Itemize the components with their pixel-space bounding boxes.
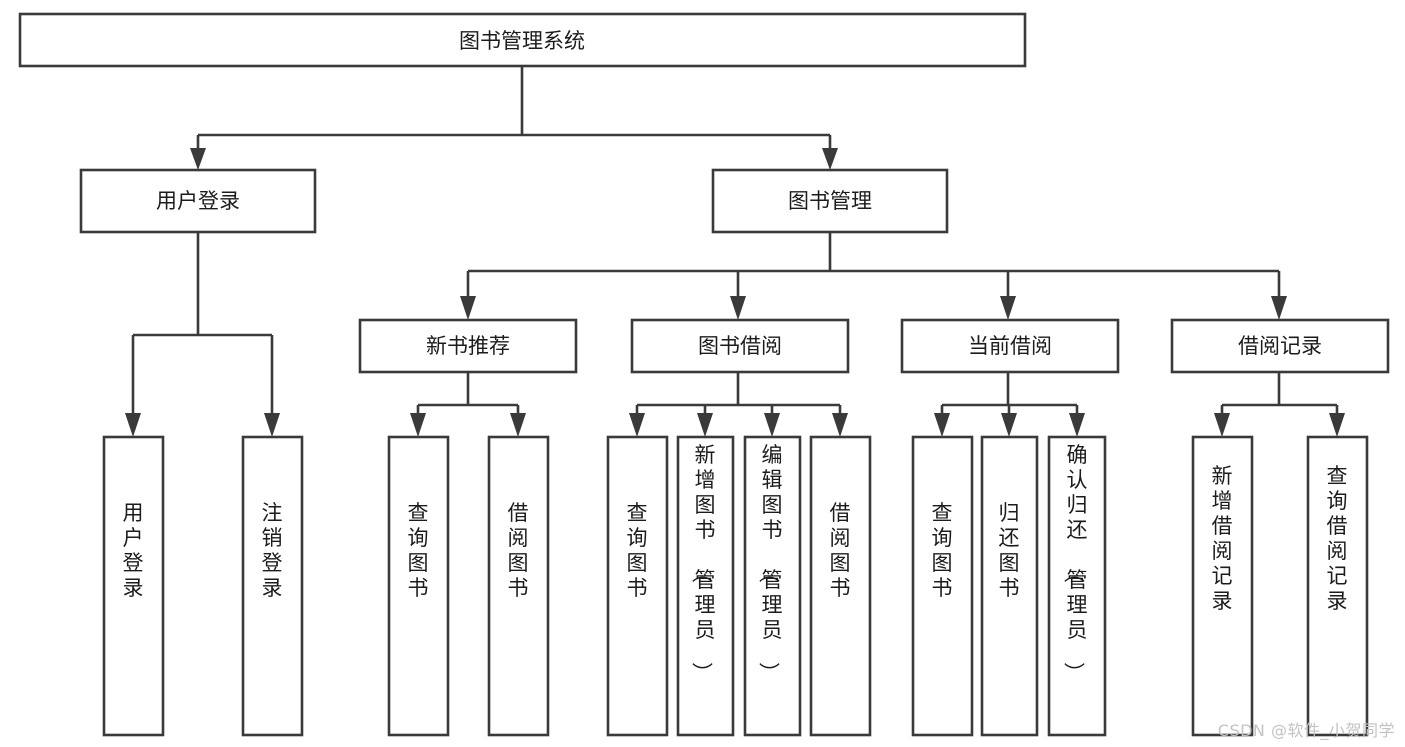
arrow-head-icon	[764, 413, 780, 437]
node-book-borrow-box[interactable]	[630, 318, 850, 374]
arrow-head-icon	[697, 413, 713, 437]
leaf-current-return-box[interactable]	[980, 435, 1039, 737]
leaf-node[interactable]: 查询图书	[387, 435, 450, 737]
leaf-borrow-add-label: 新增图书（管理员）	[690, 443, 716, 683]
node-current-borrow-label: 当前借阅	[968, 334, 1052, 358]
leaf-borrow-query-box[interactable]	[606, 435, 669, 737]
arrow-head-icon	[125, 413, 141, 437]
node-borrow-records-box[interactable]	[1170, 318, 1390, 374]
leaf-node[interactable]: 归还图书	[980, 435, 1039, 737]
node-current-borrow[interactable]: 当前借阅	[900, 318, 1120, 374]
leaf-borrow-add-box[interactable]	[676, 435, 735, 737]
leaf-newbook-query-label: 查询图书	[408, 501, 429, 600]
arrow-head-icon	[730, 296, 746, 320]
leaf-node[interactable]: 新增图书（管理员）	[676, 435, 735, 737]
leaf-borrow-do-label: 借阅图书	[830, 501, 851, 600]
connector-group	[125, 66, 1345, 437]
arrow-head-icon	[190, 148, 206, 170]
node-book-borrow-label: 图书借阅	[698, 334, 782, 358]
arrow-head-icon	[1271, 296, 1287, 320]
arrow-head-icon	[934, 413, 950, 437]
arrow-head-icon	[1214, 413, 1230, 437]
leaf-node[interactable]: 借阅图书	[487, 435, 550, 737]
leaf-record-add-box[interactable]	[1191, 435, 1254, 737]
leaf-current-confirm-label: 确认归还（管理员）	[1062, 443, 1088, 683]
leaf-node[interactable]: 查询借阅记录	[1306, 435, 1369, 737]
arrow-head-icon	[410, 413, 426, 437]
leaf-borrow-query-label: 查询图书	[627, 501, 648, 600]
node-root-label: 图书管理系统	[459, 29, 585, 53]
csdn-watermark: CSDN @软件_小贺同学	[1217, 721, 1395, 740]
node-book-management-label: 图书管理	[788, 189, 872, 213]
leaf-newbook-borrow-label: 借阅图书	[508, 501, 529, 600]
arrow-head-icon	[264, 413, 280, 437]
leaf-current-return-label: 归还图书	[999, 501, 1020, 600]
arrow-head-icon	[1001, 413, 1017, 437]
leaf-node[interactable]: 注销登录	[241, 435, 304, 737]
leaf-record-query-label: 查询借阅记录	[1327, 464, 1348, 613]
leaf-user-login-label: 用户登录	[123, 501, 144, 600]
leaf-node[interactable]: 查询图书	[911, 435, 974, 737]
node-user-login-label: 用户登录	[156, 189, 240, 213]
leaf-record-query-box[interactable]	[1306, 435, 1369, 737]
leaf-node[interactable]: 借阅图书	[809, 435, 872, 737]
leaf-user-login-box[interactable]	[102, 435, 165, 737]
arrow-head-icon	[460, 296, 476, 320]
arrow-head-icon	[1069, 413, 1085, 437]
node-new-book-recommend-label: 新书推荐	[426, 334, 510, 358]
leaf-record-add-label: 新增借阅记录	[1212, 464, 1233, 613]
leaf-node[interactable]: 编辑图书（管理员）	[743, 435, 802, 737]
leaf-newbook-query-box[interactable]	[387, 435, 450, 737]
node-root[interactable]: 图书管理系统	[18, 12, 1027, 68]
node-book-management-box[interactable]	[711, 168, 949, 234]
node-user-login[interactable]: 用户登录	[79, 168, 317, 234]
node-book-borrow[interactable]: 图书借阅	[630, 318, 850, 374]
leaf-logout-label: 注销登录	[262, 501, 283, 600]
node-new-book-recommend-box[interactable]	[358, 318, 578, 374]
node-borrow-records[interactable]: 借阅记录	[1170, 318, 1390, 374]
leaf-current-confirm-box[interactable]	[1047, 435, 1107, 737]
leaf-newbook-borrow-box[interactable]	[487, 435, 550, 737]
leaf-logout-box[interactable]	[241, 435, 304, 737]
arrow-head-icon	[1000, 296, 1016, 320]
leaf-node[interactable]: 确认归还（管理员）	[1047, 435, 1107, 737]
arrow-head-icon	[1329, 413, 1345, 437]
leaf-node[interactable]: 新增借阅记录	[1191, 435, 1254, 737]
arrow-head-icon	[832, 413, 848, 437]
node-new-book-recommend[interactable]: 新书推荐	[358, 318, 578, 374]
leaf-current-query-label: 查询图书	[932, 501, 953, 600]
node-current-borrow-box[interactable]	[900, 318, 1120, 374]
node-root-box[interactable]	[18, 12, 1027, 68]
node-user-login-box[interactable]	[79, 168, 317, 234]
arrow-head-icon	[510, 413, 526, 437]
leaf-borrow-edit-box[interactable]	[743, 435, 802, 737]
node-book-management[interactable]: 图书管理	[711, 168, 949, 234]
leaf-node[interactable]: 用户登录	[102, 435, 165, 737]
leaf-borrow-do-box[interactable]	[809, 435, 872, 737]
leaf-node[interactable]: 查询图书	[606, 435, 669, 737]
arrow-head-icon	[822, 148, 838, 170]
leaf-current-query-box[interactable]	[911, 435, 974, 737]
leaf-borrow-edit-label: 编辑图书（管理员）	[757, 443, 783, 683]
arrow-head-icon	[629, 413, 645, 437]
node-borrow-records-label: 借阅记录	[1238, 334, 1322, 358]
